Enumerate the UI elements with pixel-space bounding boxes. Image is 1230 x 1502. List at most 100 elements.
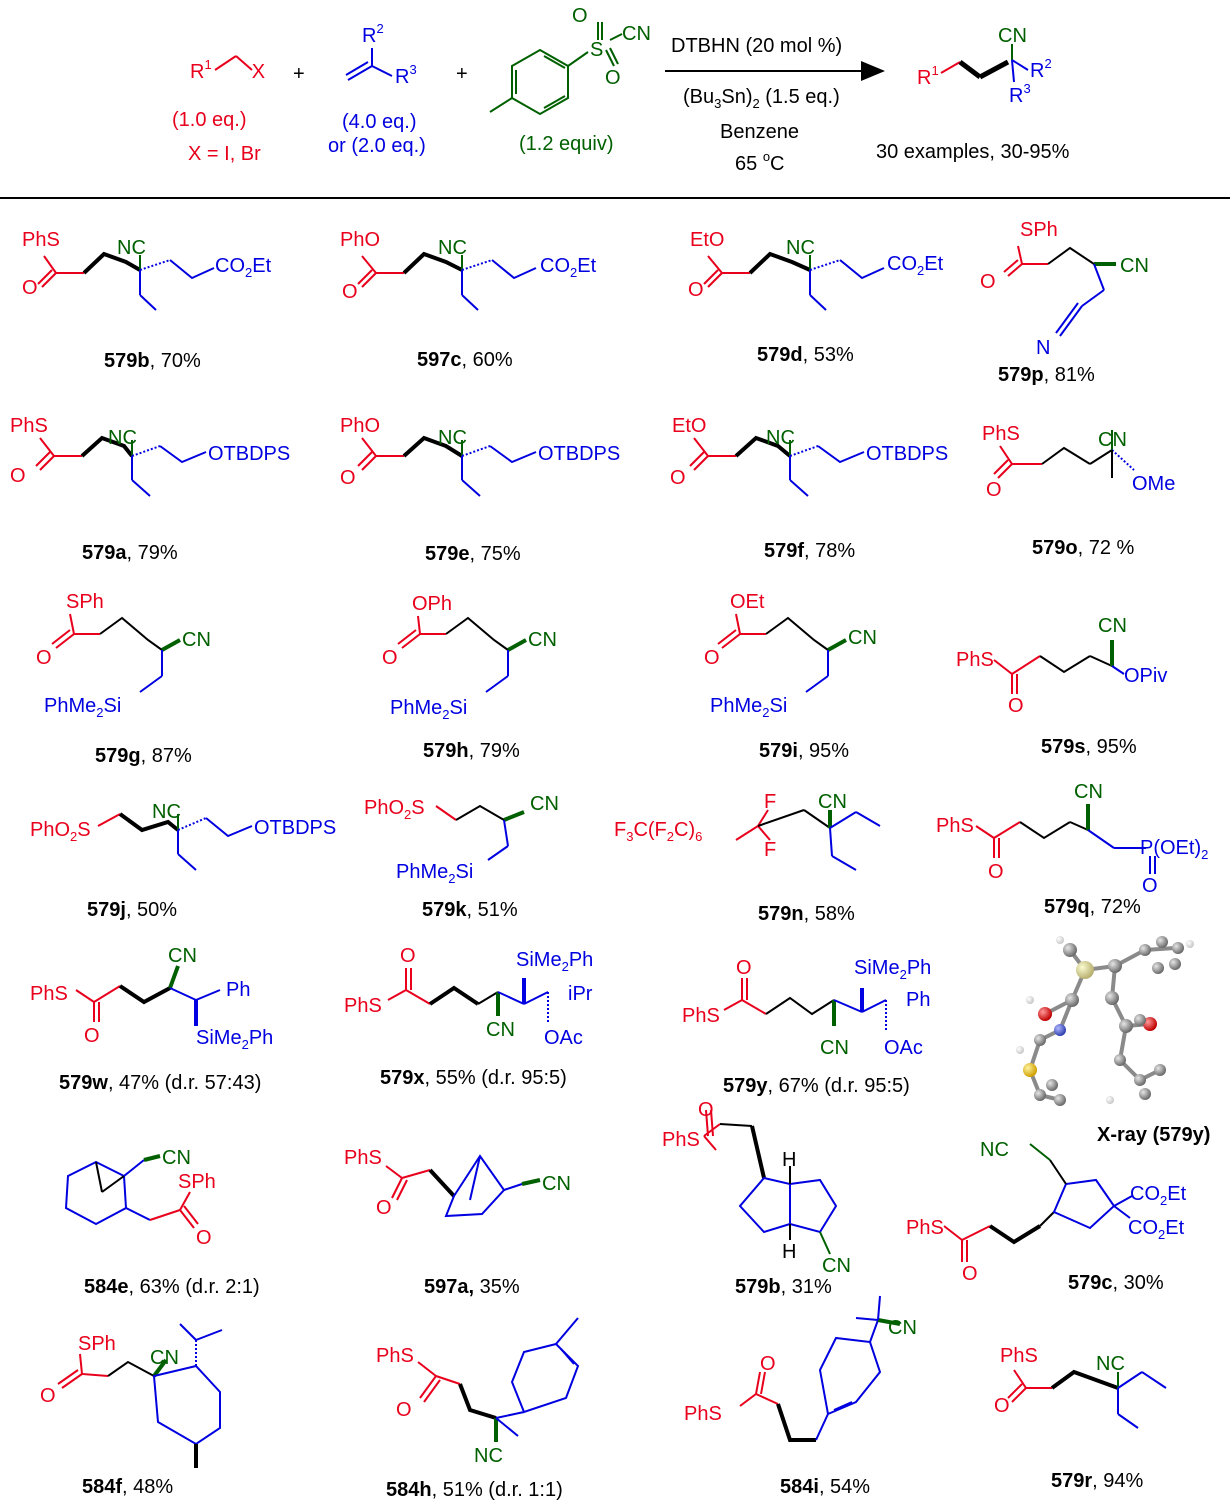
- 579y-phs: PhS: [682, 1005, 720, 1027]
- 579k-cn: CN: [530, 793, 559, 815]
- structure-584h: [417, 1317, 580, 1442]
- compound-label: 579p, 81%: [998, 364, 1095, 386]
- 584i-phs: PhS: [684, 1403, 722, 1425]
- 579s-o: O: [1008, 695, 1024, 717]
- 579x-si: SiMe2Ph: [516, 949, 593, 974]
- 579d-co2et: CO2Et: [887, 253, 944, 278]
- tosyl-s-label: S: [590, 39, 603, 61]
- 579b2-h-bottom: H: [782, 1241, 796, 1263]
- structure-579d-ester: [703, 251, 885, 311]
- compound-label: 579s, 95%: [1041, 736, 1137, 758]
- 579q-phs: PhS: [936, 815, 974, 837]
- structure-579n: [735, 809, 881, 871]
- 579o-cn: CN: [1098, 429, 1127, 451]
- 579f-otbdps: OTBDPS: [866, 443, 948, 465]
- compound-label: 584h, 51% (d.r. 1:1): [386, 1479, 563, 1501]
- compound-label: 584i, 54%: [780, 1476, 871, 1498]
- compound-label: 579o, 72 %: [1032, 537, 1135, 559]
- compound-label: 579r, 94%: [1051, 1470, 1144, 1492]
- 579d-o: O: [688, 279, 704, 301]
- 579x-cn: CN: [486, 1019, 515, 1041]
- 584f-sph: SPh: [78, 1333, 116, 1355]
- structure-579c: [943, 1143, 1133, 1262]
- xray-caption: X-ray (579y): [1097, 1124, 1210, 1146]
- condition-tin: (Bu3Sn)2 (1.5 eq.): [683, 86, 840, 111]
- compound-label: 579j, 50%: [87, 899, 178, 921]
- tosyl-cn: CN: [622, 23, 651, 45]
- 579e-nc: NC: [438, 427, 467, 449]
- condition-initiator: DTBHN (20 mol %): [671, 35, 842, 57]
- 579d-nc: NC: [786, 237, 815, 259]
- 579c-co2et-2: CO2Et: [1128, 1217, 1185, 1242]
- plus-sign-2: +: [456, 63, 468, 85]
- 597a-phs: PhS: [344, 1147, 382, 1169]
- compound-label: 579e, 75%: [425, 543, 521, 565]
- condition-temperature: 65 oC: [735, 149, 785, 175]
- product-cn: CN: [998, 25, 1027, 47]
- 579b2-h-top: H: [782, 1149, 796, 1171]
- 579w-cn: CN: [168, 945, 197, 967]
- 579a-otbdps: OTBDPS: [208, 443, 290, 465]
- 579w-si: SiMe2Ph: [196, 1027, 273, 1052]
- 579g-si: PhMe2Si: [44, 695, 121, 720]
- 579g-cn: CN: [182, 629, 211, 651]
- 579x-phs: PhS: [344, 995, 382, 1017]
- 579w-o: O: [84, 1025, 100, 1047]
- reactant-alkene-r2: R2: [362, 21, 384, 47]
- compound-label: 579n, 58%: [758, 903, 855, 925]
- 579h-oph: OPh: [412, 593, 452, 615]
- 579r-o: O: [994, 1395, 1010, 1417]
- 579k-si: PhMe2Si: [396, 861, 473, 886]
- 579b-phs: PhS: [22, 229, 60, 251]
- 579e-otbdps: OTBDPS: [538, 443, 620, 465]
- 579r-phs: PhS: [1000, 1345, 1038, 1367]
- structure-579q: [975, 804, 1156, 874]
- compound-label: 584e, 63% (d.r. 2:1): [84, 1276, 260, 1298]
- 579g-o: O: [36, 647, 52, 669]
- 579g-sph: SPh: [66, 591, 104, 613]
- compound-label: 579i, 95%: [759, 740, 850, 762]
- structure-584f: [57, 1323, 223, 1468]
- 579c-co2et-1: CO2Et: [1130, 1183, 1187, 1208]
- structure-579b-thioester: [37, 251, 215, 311]
- 579i-oet: OEt: [730, 591, 765, 613]
- 579s-phs: PhS: [956, 649, 994, 671]
- compound-label: 579a, 79%: [82, 542, 178, 564]
- structure-579o: [993, 430, 1135, 479]
- 584h-nc: NC: [474, 1445, 503, 1467]
- reactant-alkyl-halide: [214, 55, 253, 71]
- compound-label: 579f, 78%: [764, 540, 856, 562]
- 579e-pho: PhO: [340, 415, 380, 437]
- product-r1: R1: [917, 63, 939, 89]
- 579p-o: O: [980, 271, 996, 293]
- 579x-oac: OAc: [544, 1027, 583, 1049]
- 579x-o: O: [400, 945, 416, 967]
- 597c-o: O: [342, 281, 358, 303]
- 579j-otbdps: OTBDPS: [254, 817, 336, 839]
- structure-579x: [387, 968, 549, 1024]
- 579b-o: O: [22, 277, 38, 299]
- 584e-o: O: [196, 1227, 212, 1249]
- compound-label: 579c, 30%: [1068, 1272, 1164, 1294]
- 579b2-cn: CN: [822, 1255, 851, 1277]
- 579q-o: O: [988, 861, 1004, 883]
- 579p-cn: CN: [1120, 255, 1149, 277]
- product-summary: 30 examples, 30-95%: [876, 141, 1070, 163]
- 579y-cn: CN: [820, 1037, 849, 1059]
- 579q-p: P(OEt)2: [1140, 837, 1208, 862]
- 579c-o: O: [962, 1263, 978, 1285]
- 579x-ipr: iPr: [568, 983, 593, 1005]
- compound-label: 584f, 48%: [82, 1476, 174, 1498]
- 579w-ph: Ph: [226, 979, 250, 1001]
- compound-label: 579b, 70%: [104, 350, 201, 372]
- product-r3: R3: [1009, 81, 1031, 107]
- tosyl-o-top: O: [572, 5, 588, 27]
- 597a-o: O: [376, 1197, 392, 1219]
- reactant1-x: X = I, Br: [188, 143, 261, 165]
- structure-579y: [723, 978, 887, 1032]
- 597c-co2et: CO2Et: [540, 255, 597, 280]
- structure-579g: [51, 613, 181, 693]
- compound-label: 579k, 51%: [422, 899, 518, 921]
- product-general: [940, 44, 1029, 83]
- 579p-sph: SPh: [1020, 219, 1058, 241]
